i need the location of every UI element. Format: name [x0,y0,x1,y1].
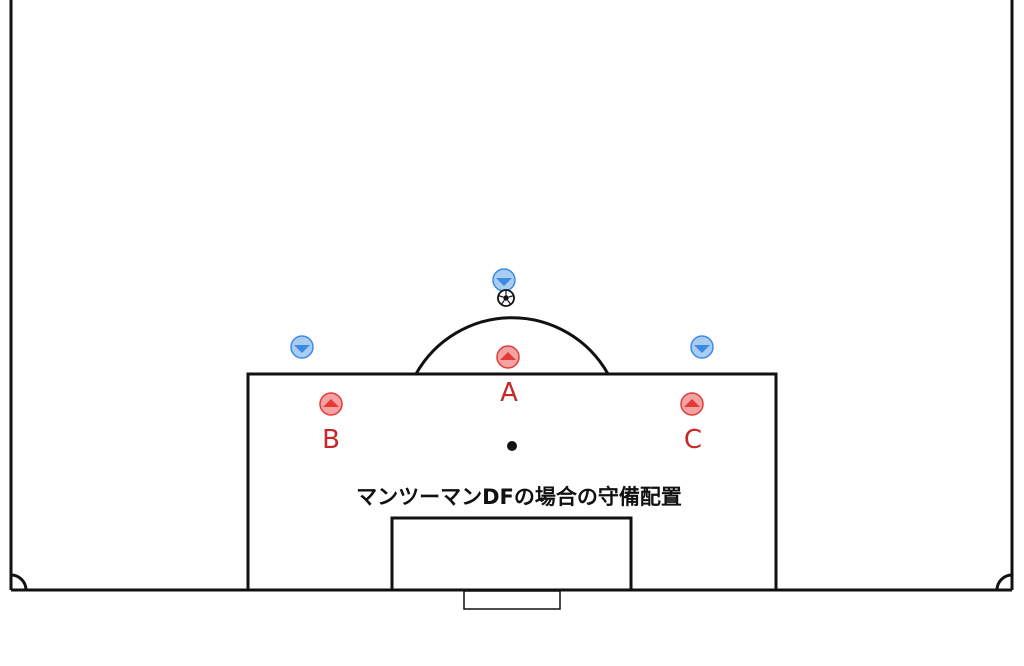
defender-marker-a [496,345,520,369]
attacker-marker [492,268,516,292]
defender-marker-c [680,392,704,416]
diagram-caption: マンツーマンDFの場合の守備配置 [356,485,682,509]
penalty-spot [507,441,517,451]
attacker-marker [690,335,714,359]
goal-area [390,516,633,592]
defender-label-b: B [322,425,340,455]
soccer-ball-icon [497,289,515,307]
defender-label-a: A [500,378,518,408]
attacker-marker [290,335,314,359]
left-corner-arc [10,573,28,591]
goal [463,590,561,610]
penalty-arc [414,316,610,375]
defender-marker-b [319,392,343,416]
defender-label-c: C [684,425,702,455]
pitch-lines [9,0,1014,592]
right-corner-arc [995,573,1013,591]
